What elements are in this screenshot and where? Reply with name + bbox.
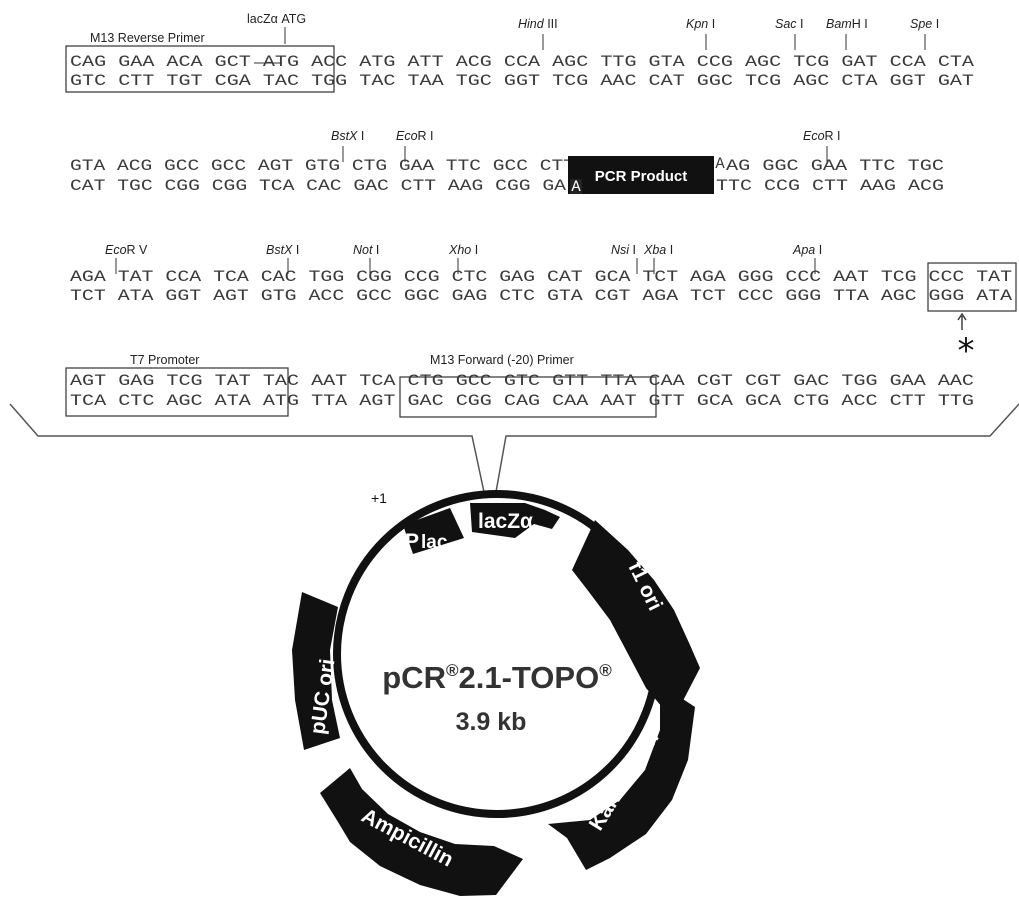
t7-promoter-label: T7 Promoter bbox=[130, 353, 199, 367]
site-ecor-i-2: EcoR I bbox=[803, 129, 841, 143]
plasmid-size: 3.9 kb bbox=[456, 708, 527, 736]
topo-site-arrow bbox=[957, 312, 967, 330]
block4-bottom-strand: TCA CTC AGC ATA ATG TTA AGT GAC CGG CAG … bbox=[70, 392, 974, 410]
kanamycin-feature bbox=[548, 684, 695, 870]
puc-ori-feature bbox=[292, 592, 340, 750]
plac-promoter bbox=[403, 508, 464, 554]
site-bstx-i-2: BstX I bbox=[266, 243, 299, 257]
m13-reverse-primer-box bbox=[65, 45, 335, 93]
m13-reverse-primer-label: M13 Reverse Primer bbox=[90, 31, 205, 45]
site-ecor-i-1: EcoR I bbox=[396, 129, 434, 143]
t7-promoter-box bbox=[65, 367, 289, 417]
block1-bottom-strand: GTC CTT TGT CGA TAC TGG TAC TAA TGC GGT … bbox=[70, 72, 974, 90]
asterisk-marker: * bbox=[958, 331, 975, 371]
lacz-alpha-feature bbox=[470, 503, 560, 538]
lacz-alpha-label: lacZα bbox=[478, 510, 533, 533]
block3-bottom-strand: TCT ATA GGT AGT GTG ACC GCC GGC GAG CTC … bbox=[70, 287, 1013, 305]
overhang-a-left: A bbox=[571, 178, 581, 196]
block2-top-right: AG GGC GAA TTC TGC bbox=[726, 157, 944, 175]
site-hind-iii: Hind III bbox=[518, 17, 558, 31]
pcr-product-label: PCR Product bbox=[595, 168, 688, 185]
overhang-a-right-box bbox=[714, 156, 726, 171]
sequence-block-4: T7 Promoter M13 Forward (-20) Primer AGT… bbox=[65, 353, 974, 418]
insertion-bracket bbox=[9, 403, 1019, 493]
site-bstx-i-1: BstX I bbox=[331, 129, 364, 143]
site-apa-i: Apa I bbox=[792, 243, 822, 257]
lacz-atg-label: lacZα ATG bbox=[247, 12, 306, 26]
sequence-block-3: EcoR V BstX I Not I Xho I Nsi I Xba I Ap… bbox=[70, 243, 1017, 371]
site-sac-i: Sac I bbox=[775, 17, 804, 31]
m13-forward-primer-box bbox=[399, 376, 657, 418]
topo-site-box bbox=[927, 262, 1017, 312]
site-nsi-i: Nsi I bbox=[611, 243, 636, 257]
site-xba-i: Xba I bbox=[643, 243, 673, 257]
overhang-a-right: A bbox=[715, 155, 725, 173]
site-not-i: Not I bbox=[353, 243, 379, 257]
overhang-a-left-box bbox=[570, 179, 582, 194]
site-bamh-i: BamH I bbox=[826, 17, 868, 31]
block4-top-strand: AGT GAG TCG TAT TAC AAT TCA CTG GCC GTC … bbox=[70, 372, 974, 390]
f1-ori-feature bbox=[572, 520, 700, 720]
block3-top-strand: AGA TAT CCA TCA CAC TGG CGG CCG CTC GAG … bbox=[70, 268, 1012, 286]
site-kpn-i: Kpn I bbox=[686, 17, 715, 31]
plasmid-name: pCR®2.1-TOPO® bbox=[382, 660, 612, 695]
sequence-block-1: M13 Reverse Primer lacZα ATG Hind III Kp… bbox=[65, 12, 975, 93]
block2-bottom-left: CAT TGC CGG CGG TCA CAC GAC CTT AAG CGG … bbox=[70, 177, 567, 195]
block2-bottom-right: TTC CCG CTT AAG ACG bbox=[716, 177, 944, 195]
block2-top-left: GTA ACG GCC GCC AGT GTG CTG GAA TTC GCC … bbox=[70, 157, 575, 175]
block1-top-strand: CAG GAA ACA GCT ATG ACC ATG ATT ACG CCA … bbox=[70, 53, 975, 71]
site-ecor-v: EcoR V bbox=[105, 243, 148, 257]
pcr-product-box bbox=[568, 156, 714, 194]
site-xho-i: Xho I bbox=[448, 243, 478, 257]
plus-one-label: +1 bbox=[371, 490, 387, 506]
site-spe-i: Spe I bbox=[910, 17, 939, 31]
ampicillin-feature bbox=[320, 768, 523, 896]
sequence-block-2: BstX I EcoR I EcoR I GTA ACG GCC GCC AGT… bbox=[70, 129, 944, 196]
m13-forward-primer-label: M13 Forward (-20) Primer bbox=[430, 353, 574, 367]
